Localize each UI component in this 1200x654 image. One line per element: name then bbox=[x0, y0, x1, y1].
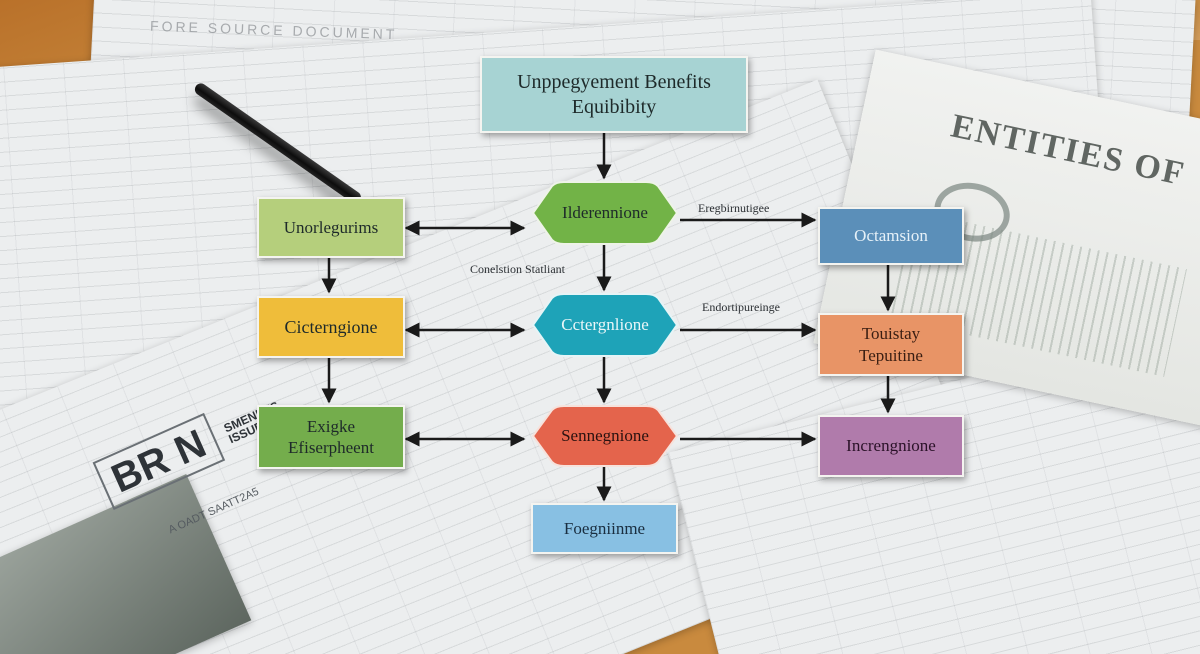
center-node-1[interactable]: Ilderennione bbox=[530, 180, 680, 246]
left-node-2-label: Cicterngione bbox=[284, 316, 378, 337]
title-node[interactable]: Unppegyement Benefits Equibibity bbox=[480, 56, 748, 133]
left-node-2[interactable]: Cicterngione bbox=[257, 296, 405, 358]
certificate-title: ENTITIES OF bbox=[947, 107, 1189, 194]
connector-label: Endortipureinge bbox=[702, 300, 780, 314]
center-node-3[interactable]: Sennegnione bbox=[530, 404, 680, 468]
hexagon-shape bbox=[531, 293, 679, 357]
right-node-1[interactable]: Octamsion bbox=[818, 207, 964, 265]
center-node-2[interactable]: Cctergnlione bbox=[530, 292, 680, 358]
center-node-1-label: Ilderennione bbox=[562, 203, 648, 223]
center-node-2-label: Cctergnlione bbox=[561, 315, 649, 335]
left-node-1-label: Unorlegurims bbox=[283, 217, 379, 237]
right-node-2-line-2: Tepuitine bbox=[859, 345, 923, 365]
hexagon-shape bbox=[531, 405, 679, 467]
right-node-3[interactable]: Increngnione bbox=[818, 415, 964, 477]
bottom-node-label: Foegniinme bbox=[563, 518, 646, 538]
center-node-3-label: Sennegnione bbox=[561, 426, 649, 446]
left-node-3-line-2: Efiserpheent bbox=[288, 438, 374, 457]
right-node-1-label: Octamsion bbox=[854, 226, 928, 246]
right-node-2-line-1: Touistay bbox=[861, 324, 921, 344]
left-node-1[interactable]: Unorlegurims bbox=[257, 197, 405, 258]
title-line-2: Equibibity bbox=[571, 95, 657, 118]
title-line-1: Unppegyement Benefits bbox=[517, 70, 711, 93]
left-node-3[interactable]: Exigke Efiserpheent bbox=[257, 405, 405, 469]
bottom-node[interactable]: Foegniinme bbox=[531, 503, 678, 554]
hexagon-shape bbox=[531, 181, 679, 245]
connector-label: Conelstion Statliant bbox=[470, 262, 565, 276]
connector-label: Eregbirnutigee bbox=[698, 201, 770, 215]
right-node-3-label: Increngnione bbox=[846, 436, 936, 456]
right-node-2[interactable]: Touistay Tepuitine bbox=[818, 313, 964, 376]
left-node-3-line-1: Exigke bbox=[306, 416, 356, 436]
